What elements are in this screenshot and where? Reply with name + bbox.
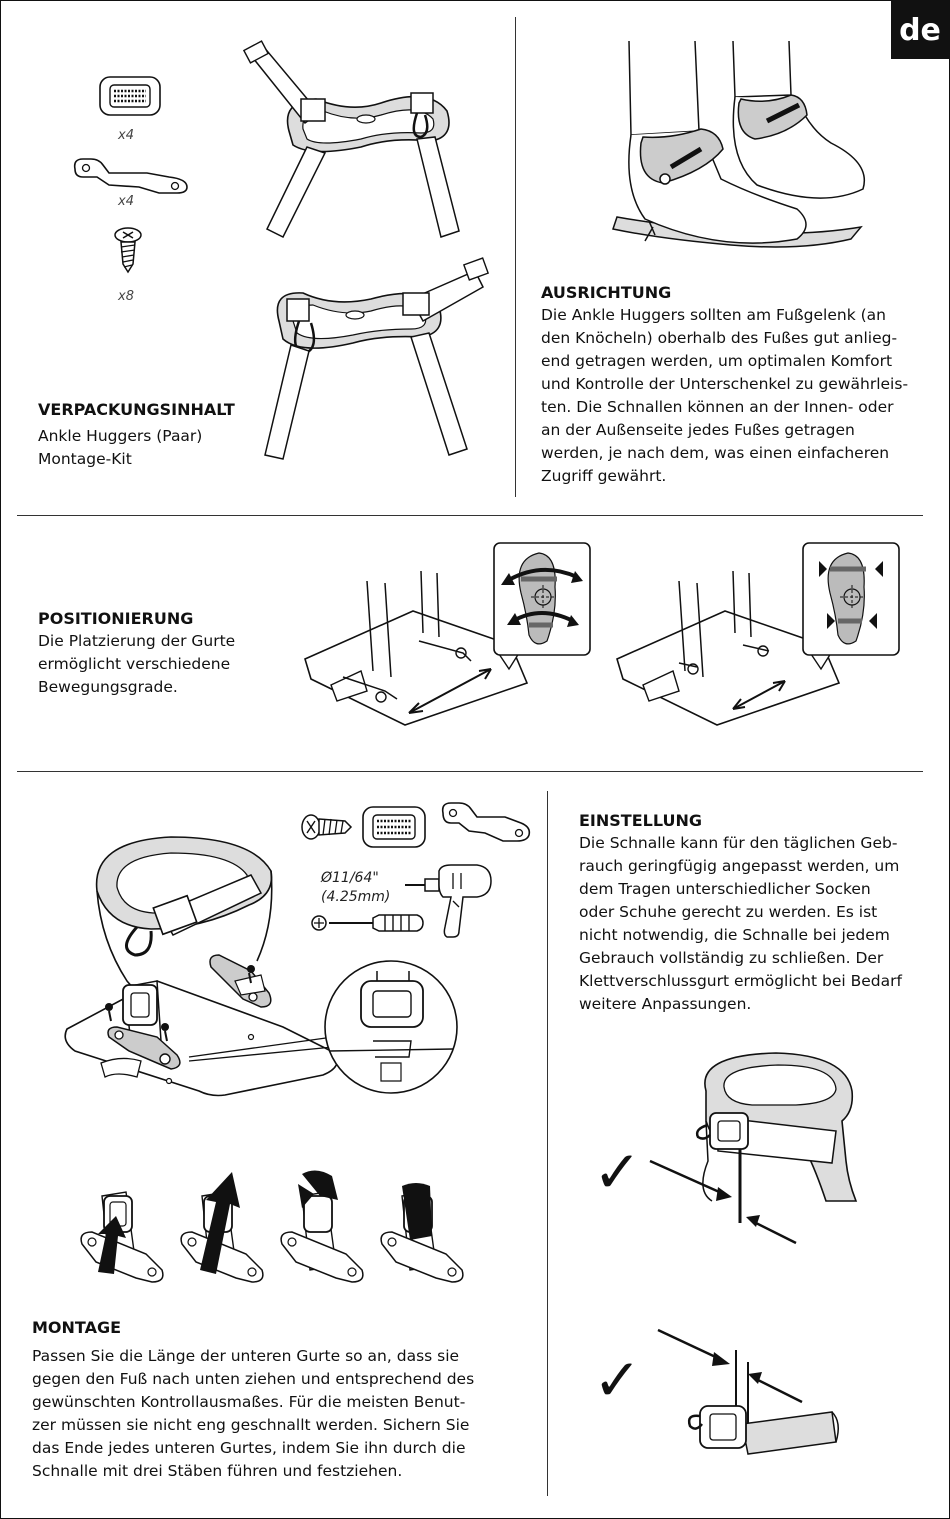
assembly-line: Schnalle mit drei Stäben führen und fest… bbox=[32, 1462, 403, 1480]
assembly-line: das Ende jedes unteren Gurtes, indem Sie… bbox=[32, 1439, 466, 1457]
bracket-part-illustration bbox=[69, 151, 194, 196]
drill-size-label: Ø11/64" (4.25mm) bbox=[321, 869, 390, 907]
ankle-hugger-illustration-2 bbox=[261, 259, 491, 467]
screw-quantity: x8 bbox=[118, 289, 134, 304]
adjustment-line: oder Schuhe gerecht zu werden. Es ist bbox=[579, 903, 878, 921]
alignment-text: AUSRICHTUNG Die Ankle Huggers sollten am… bbox=[541, 281, 941, 488]
alignment-line: end getragen werden, um optimalen Komfor… bbox=[541, 352, 893, 370]
alignment-line: den Knöcheln) oberhalb des Fußes gut anl… bbox=[541, 329, 898, 347]
alignment-line: Die Ankle Huggers sollten am Fußgelenk (… bbox=[541, 306, 886, 324]
feet-on-footplate-illustration bbox=[601, 39, 871, 269]
alignment-heading: AUSRICHTUNG bbox=[541, 283, 672, 302]
drill-size-mm: (4.25mm) bbox=[321, 889, 391, 905]
alignment-line: ten. Die Schnallen können an der Innen- … bbox=[541, 398, 894, 416]
assembly-line: gewünschten Kontrollausmaßes. Für die me… bbox=[32, 1393, 466, 1411]
clip-part-illustration bbox=[96, 71, 166, 121]
adjustment-buckle-on-ankle-illustration bbox=[646, 1051, 866, 1251]
adjustment-line: Gebrauch vollständig zu schließen. Der bbox=[579, 949, 884, 967]
positioning-text: POSITIONIERUNG Die Platzierung der Gurte… bbox=[38, 607, 288, 699]
checkmark-icon: ✓ bbox=[593, 1346, 642, 1414]
adjustment-buckle-closed-illustration bbox=[656, 1326, 856, 1466]
threading-step-2 bbox=[181, 1172, 263, 1282]
divider-middle bbox=[17, 771, 923, 772]
mounting-hardware-illustration bbox=[299, 801, 534, 861]
adjustment-heading: EINSTELLUNG bbox=[579, 811, 702, 830]
divider-bottom-vertical bbox=[547, 791, 548, 1496]
adjustment-line: weitere Anpassungen. bbox=[579, 995, 752, 1013]
threading-step-1 bbox=[81, 1192, 163, 1282]
threading-step-4 bbox=[381, 1183, 463, 1282]
positioning-line: Die Platzierung der Gurte bbox=[38, 632, 236, 650]
alignment-line: an der Außenseite jedes Fußes getragen bbox=[541, 421, 855, 439]
adjustment-line: nicht notwendig, die Schnalle bei jedem bbox=[579, 926, 890, 944]
footplate-strap-wide-illustration bbox=[301, 541, 596, 731]
assembly-text: MONTAGE Passen Sie die Länge der unteren… bbox=[32, 1316, 532, 1483]
footplate-strap-narrow-illustration bbox=[613, 541, 903, 731]
drill-icon bbox=[401, 857, 496, 942]
alignment-line: werden, je nach dem, was einen einfacher… bbox=[541, 444, 890, 462]
ankle-hugger-illustration-1 bbox=[241, 41, 461, 251]
language-badge: de bbox=[891, 1, 949, 59]
positioning-line: ermöglicht verschiedene bbox=[38, 655, 231, 673]
adjustment-line: Die Schnalle kann für den täglichen Geb- bbox=[579, 834, 898, 852]
threading-step-3 bbox=[281, 1170, 363, 1282]
alignment-line: Zugriff gewährt. bbox=[541, 467, 667, 485]
screwdriver-icon bbox=[309, 909, 424, 937]
packaging-text: VERPACKUNGSINHALT Ankle Huggers (Paar) M… bbox=[38, 398, 298, 471]
assembly-line: Passen Sie die Länge der unteren Gurte s… bbox=[32, 1347, 460, 1365]
adjustment-line: dem Tragen unterschiedlicher Socken bbox=[579, 880, 871, 898]
screw-part-illustration bbox=[111, 226, 146, 276]
assembly-line: zer müssen sie nicht eng geschnallt werd… bbox=[32, 1416, 470, 1434]
assembly-main-illustration bbox=[61, 831, 496, 1096]
assembly-line: gegen den Fuß nach unten ziehen und ents… bbox=[32, 1370, 475, 1388]
packaging-item: Montage-Kit bbox=[38, 450, 132, 468]
assembly-heading: MONTAGE bbox=[32, 1318, 122, 1337]
positioning-heading: POSITIONIERUNG bbox=[38, 609, 194, 628]
clip-quantity: x4 bbox=[118, 128, 134, 143]
packaging-heading: VERPACKUNGSINHALT bbox=[38, 400, 235, 419]
checkmark-icon: ✓ bbox=[593, 1138, 642, 1206]
adjustment-text: EINSTELLUNG Die Schnalle kann für den tä… bbox=[579, 809, 929, 1016]
divider-top bbox=[17, 515, 923, 516]
adjustment-line: rauch geringfügig angepasst werden, um bbox=[579, 857, 900, 875]
divider-top-vertical bbox=[515, 17, 516, 497]
positioning-line: Bewegungsgrade. bbox=[38, 678, 178, 696]
bracket-quantity: x4 bbox=[118, 194, 134, 209]
drill-size-inch: Ø11/64" bbox=[321, 870, 379, 886]
alignment-line: und Kontrolle der Unterschenkel zu gewäh… bbox=[541, 375, 909, 393]
strap-threading-steps-illustration bbox=[76, 1170, 466, 1296]
adjustment-line: Klettverschlussgurt ermöglicht bei Bedar… bbox=[579, 972, 902, 990]
packaging-item: Ankle Huggers (Paar) bbox=[38, 427, 203, 445]
